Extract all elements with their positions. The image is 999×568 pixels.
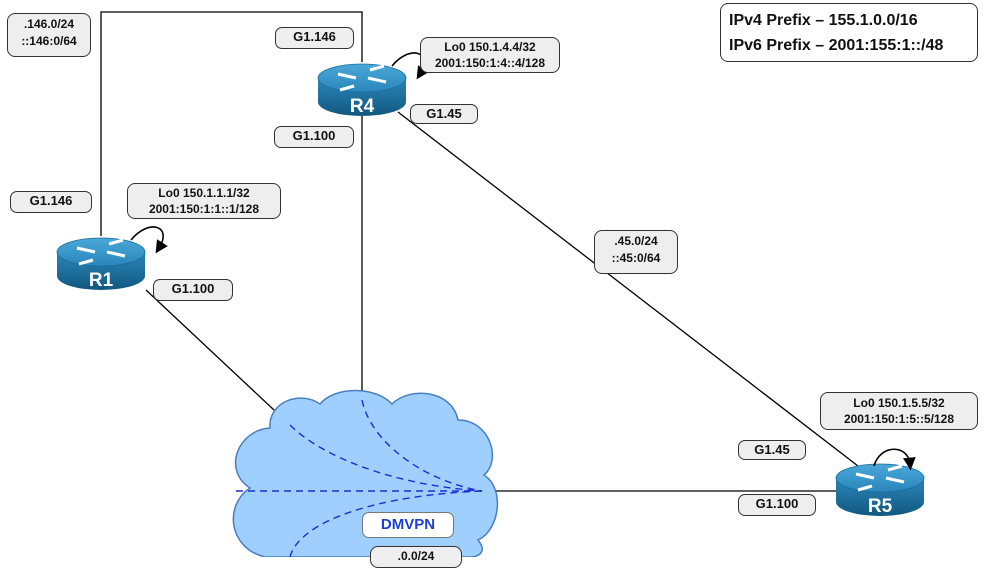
router-r1[interactable]: R1 (56, 226, 168, 291)
link-r1-dmvpn (145, 289, 291, 426)
subnet-45-label: .45.0/24 ::45:0/64 (594, 230, 678, 274)
router-r4-label: R4 (350, 96, 375, 117)
router-arrows-icon (76, 238, 126, 266)
dmvpn-dashed-paths (236, 399, 483, 557)
loopback-r4-label: Lo0 150.1.4.4/32 2001:150:1:4::4/128 (420, 37, 560, 73)
prefix-box: IPv4 Prefix – 155.1.0.0/16 IPv6 Prefix –… (720, 3, 978, 62)
subnet-146-label: .146.0/24 ::146:0/64 (7, 13, 91, 57)
router-r4[interactable]: R4 (317, 52, 429, 117)
interface-r5-g1-45: G1.45 (738, 440, 806, 460)
loopback-r5-label: Lo0 150.1.5.5/32 2001:150:1:5::5/128 (820, 392, 978, 430)
router-r5[interactable]: R5 (835, 448, 925, 517)
interface-r4-g1-45: G1.45 (410, 104, 478, 124)
interface-r1-g1-146: G1.146 (10, 191, 92, 213)
interface-r4-g1-100: G1.100 (274, 126, 354, 148)
loopback-r1-label: Lo0 150.1.1.1/32 2001:150:1:1::1/128 (127, 183, 281, 219)
router-arrows-icon (855, 464, 905, 492)
interface-r5-g1-100: G1.100 (738, 494, 816, 516)
router-arrows-icon (337, 64, 387, 92)
interface-r1-g1-100: G1.100 (153, 279, 233, 301)
ipv6-prefix: IPv6 Prefix – 2001:155:1::/48 (729, 37, 944, 54)
dmvpn-label: DMVPN (362, 512, 454, 538)
router-r1-label: R1 (89, 270, 114, 291)
ipv4-prefix: IPv4 Prefix – 155.1.0.0/16 (729, 12, 918, 29)
link-r4-r5-45 (397, 111, 859, 467)
link-r1-r4-146 (100, 11, 363, 236)
router-r5-label: R5 (868, 496, 893, 517)
loopback-r5-icon (873, 448, 916, 471)
loopback-r1-icon (130, 226, 168, 254)
subnet-100-label: .0.0/24 (370, 546, 462, 568)
links (100, 11, 859, 492)
interface-r4-g1-146: G1.146 (275, 27, 354, 49)
